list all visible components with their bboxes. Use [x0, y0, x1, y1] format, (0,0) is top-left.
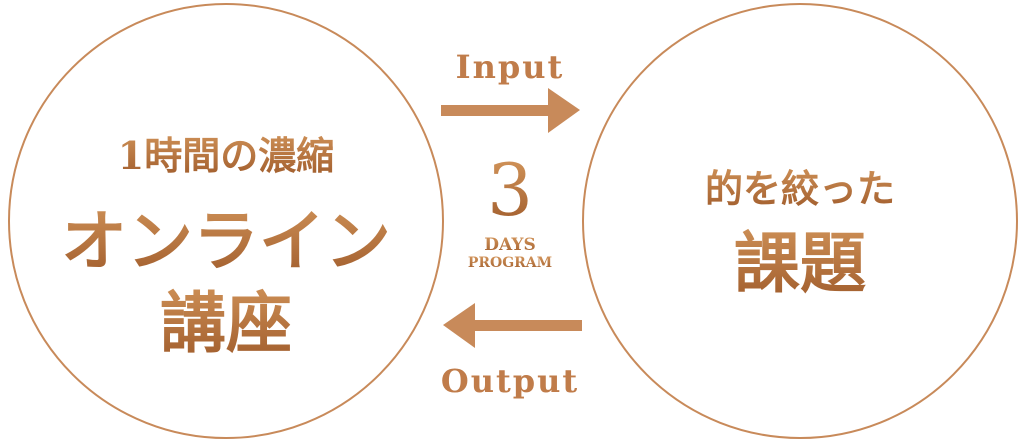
right-title: 課題: [582, 210, 1018, 306]
days-number: 3: [460, 150, 560, 230]
left-title-2: 講座: [8, 270, 444, 366]
right-subtitle: 的を絞った: [582, 158, 1018, 213]
output-label: Output: [440, 362, 580, 400]
left-circle: [8, 3, 444, 439]
left-title: オンライン: [8, 188, 444, 284]
right-circle: [582, 3, 1018, 439]
program-label: PROGRAM: [450, 255, 570, 271]
days-label: DAYS: [460, 235, 560, 255]
left-subtitle: 1時間の濃縮: [8, 125, 444, 180]
input-label: Input: [455, 48, 565, 86]
left-arrow-icon: [443, 303, 582, 348]
right-arrow-icon: [441, 88, 580, 133]
